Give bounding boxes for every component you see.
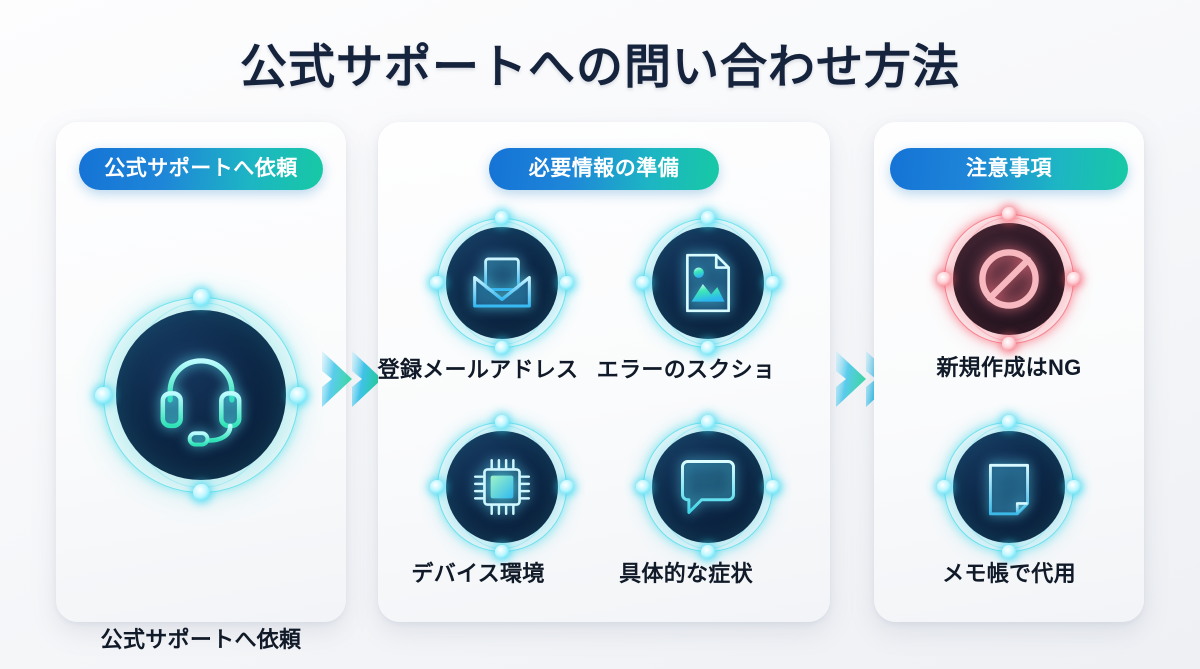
item-label-symptoms: 具体的な症状 xyxy=(619,561,753,586)
item-label-device: デバイス環境 xyxy=(411,561,545,586)
node-dot-s xyxy=(193,484,210,501)
card-header-pill-3: 注意事項 xyxy=(890,148,1128,190)
card-official-support: 公式サポートへ依頼 xyxy=(56,122,346,652)
node-dot-n xyxy=(193,289,210,306)
card-header-pill-1: 公式サポートへ依頼 xyxy=(79,148,323,190)
icon-node-cpu-chip xyxy=(430,415,574,559)
icon-node-speech-bubble xyxy=(636,415,780,559)
node-dot-n xyxy=(701,211,715,225)
node-dot-w xyxy=(937,272,951,286)
node-dot-w xyxy=(430,480,444,494)
item-label-no-new-account: 新規作成はNG xyxy=(936,355,1082,380)
item-label-notepad: メモ帳で代用 xyxy=(942,561,1076,586)
node-dot-e xyxy=(1067,480,1081,494)
node-dot-e xyxy=(766,276,780,290)
item-label-screenshot: エラーのスクショ xyxy=(596,357,776,382)
item-label-email: 登録メールアドレス xyxy=(377,357,579,382)
node-dot-s xyxy=(1002,545,1016,559)
node-orb xyxy=(652,431,764,543)
icon-node-envelope xyxy=(430,211,574,355)
card-cautions: 注意事項 新規作成はNG xyxy=(874,122,1144,622)
node-dot-s xyxy=(701,341,715,355)
node-dot-n xyxy=(1002,415,1016,429)
node-dot-n xyxy=(1002,207,1016,221)
node-dot-w xyxy=(636,276,650,290)
node-dot-s xyxy=(495,341,509,355)
headset-icon xyxy=(103,297,299,493)
envelope-icon xyxy=(437,218,567,348)
icon-node-notepad xyxy=(937,415,1081,559)
node-dot-w xyxy=(636,480,650,494)
node-dot-w xyxy=(937,480,951,494)
card-required-info: 必要情報の準備 xyxy=(378,122,830,622)
node-dot-s xyxy=(495,545,509,559)
node-orb xyxy=(116,310,286,480)
node-dot-s xyxy=(1002,337,1016,351)
node-dot-w xyxy=(95,387,112,404)
image-file-icon xyxy=(643,218,773,348)
page-title: 公式サポートへの問い合わせ方法 xyxy=(240,40,960,93)
speech-bubble-icon xyxy=(643,422,773,552)
node-dot-n xyxy=(495,211,509,225)
prohibition-icon xyxy=(944,214,1074,344)
node-dot-n xyxy=(701,415,715,429)
node-dot-e xyxy=(560,276,574,290)
cpu-chip-icon xyxy=(437,422,567,552)
connector-arrow-1 xyxy=(318,343,392,415)
node-dot-n xyxy=(495,415,509,429)
node-orb xyxy=(652,227,764,339)
node-dot-e xyxy=(1067,272,1081,286)
notepad-icon xyxy=(944,422,1074,552)
icon-node-prohibition xyxy=(937,207,1081,351)
icon-node-image-file xyxy=(636,211,780,355)
node-dot-s xyxy=(701,545,715,559)
item-label-official-support: 公式サポートへ依頼 xyxy=(100,627,302,652)
node-dot-e xyxy=(766,480,780,494)
node-dot-e xyxy=(560,480,574,494)
card-header-pill-2: 必要情報の準備 xyxy=(489,148,719,190)
icon-node-headset xyxy=(95,289,307,501)
node-dot-w xyxy=(430,276,444,290)
node-orb xyxy=(953,431,1065,543)
node-dot-e xyxy=(290,387,307,404)
double-chevron-right-icon xyxy=(322,351,382,407)
